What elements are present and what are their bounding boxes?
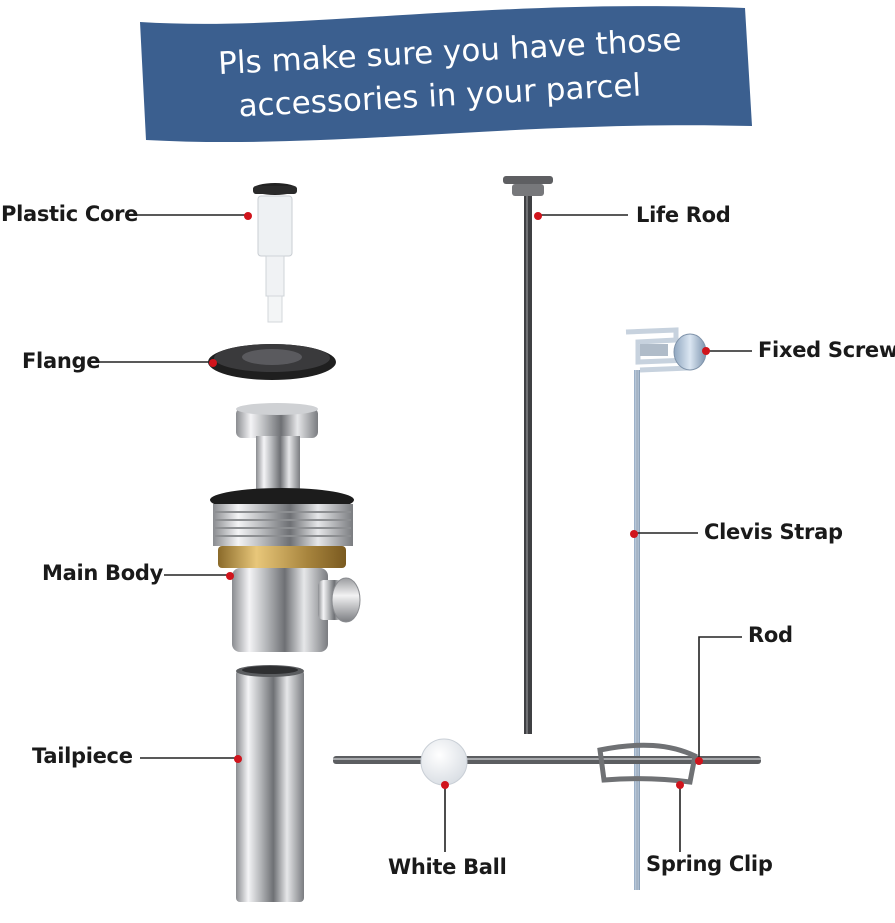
leader-lines (98, 214, 752, 852)
life-rod-image (503, 176, 553, 734)
label-flange: Flange (22, 349, 101, 373)
plastic-core-image (253, 183, 297, 323)
clevis-strap-image (625, 327, 707, 890)
tailpiece-image (236, 665, 304, 902)
label-fixed-screw: Fixed Screw (758, 338, 895, 362)
label-life-rod: Life Rod (636, 203, 731, 227)
label-plastic-core: Plastic Core (1, 202, 139, 226)
flange-image (208, 344, 336, 380)
banner-ribbon (140, 6, 752, 143)
label-main-body: Main Body (42, 561, 163, 585)
label-markers (209, 212, 710, 789)
label-tailpiece: Tailpiece (32, 744, 133, 768)
main-body-image (210, 403, 361, 652)
label-clevis-strap: Clevis Strap (704, 520, 843, 544)
label-white-ball: White Ball (388, 855, 507, 879)
label-rod: Rod (748, 623, 793, 647)
label-spring-clip: Spring Clip (646, 852, 773, 876)
rod-image (333, 738, 761, 786)
